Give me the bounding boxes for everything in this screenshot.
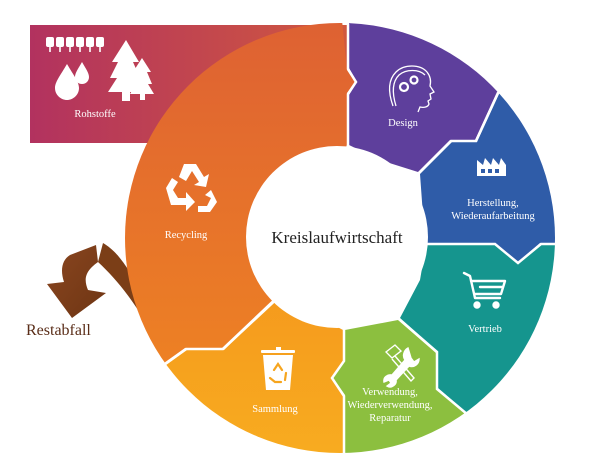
use-label-line1: Verwendung,	[362, 387, 418, 398]
segment-dividers	[140, 24, 556, 455]
segment-manufacturing	[420, 23, 555, 262]
raw-materials-label: Rohstoffe	[74, 109, 116, 120]
trees-icon	[108, 40, 154, 101]
collection-label: Sammlung	[252, 404, 298, 415]
manufacturing-label: Herstellung, Wiederaufarbeitung	[451, 197, 535, 223]
wheat-icon	[46, 37, 104, 52]
use-label-line2: Wiederverwendung,	[347, 400, 433, 411]
recycling-bin-icon	[261, 347, 295, 390]
use-label-line3: Reparatur	[369, 413, 411, 424]
residual-waste-label: Restabfall	[26, 322, 91, 339]
segment-recycling	[125, 23, 355, 453]
manufacturing-label-line1: Herstellung,	[467, 198, 519, 209]
wrench-hammer-icon	[383, 344, 420, 388]
distribution-label: Vertrieb	[468, 324, 502, 335]
water-drops-icon	[55, 62, 89, 100]
manufacturing-label-line2: Wiederaufarbeitung	[451, 211, 535, 222]
recycling-label: Recycling	[164, 230, 208, 241]
head-with-gears-icon	[388, 65, 435, 113]
factory-icon	[477, 158, 506, 176]
diagram-title: Kreislaufwirtschaft	[271, 228, 403, 247]
recycle-icon	[166, 164, 217, 212]
center-circle	[246, 146, 428, 328]
design-label: Design	[388, 118, 418, 129]
shopping-cart-icon	[462, 271, 507, 309]
use-reuse-repair-label: Verwendung, Wiederverwendung, Reparatur	[348, 386, 433, 425]
